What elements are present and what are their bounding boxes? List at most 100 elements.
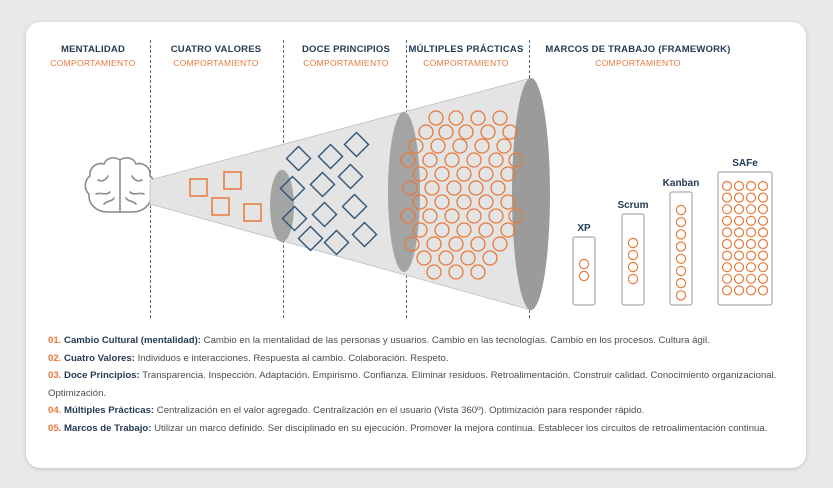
circle-outline-icon <box>422 152 438 168</box>
circle-outline-icon <box>434 222 450 238</box>
circle-outline-icon <box>444 152 460 168</box>
stage-header-mentalidad: MENTALIDAD COMPORTAMIENTO <box>48 44 138 68</box>
circle-outline-icon <box>404 236 420 252</box>
circle-outline-icon <box>456 222 472 238</box>
circle-outline-icon <box>416 250 432 266</box>
note-text: Cambio en la mentalidad de las personas … <box>201 335 710 346</box>
circle-outline-icon <box>578 258 590 270</box>
circle-outline-icon <box>627 261 639 273</box>
circle-outline-icon <box>474 138 490 154</box>
circle-outline-icon <box>458 124 474 140</box>
circle-outline-icon <box>757 227 769 238</box>
circle-outline-icon <box>438 124 454 140</box>
circle-outline-icon <box>721 180 733 192</box>
stage-header-cuatro-valores: CUATRO VALORES COMPORTAMIENTO <box>156 44 276 68</box>
circle-outline-icon <box>426 236 442 252</box>
circle-outline-icon <box>422 208 438 224</box>
framework-box-kanban <box>669 191 693 306</box>
circle-outline-icon <box>745 273 757 284</box>
circle-outline-icon <box>757 250 769 261</box>
circle-outline-icon <box>757 192 769 203</box>
framework-label-kanban: Kanban <box>662 178 700 189</box>
framework-label-safe: SAFe <box>732 158 758 169</box>
circle-outline-icon <box>478 194 494 210</box>
stage-header-marcos-de-trabajo: MARCOS DE TRABAJO (FRAMEWORK) COMPORTAMI… <box>538 44 738 68</box>
circle-outline-icon <box>456 166 472 182</box>
stage-subtitle: COMPORTAMIENTO <box>50 58 136 68</box>
note-item: 01. Cambio Cultural (mentalidad): Cambio… <box>48 332 793 350</box>
note-item: 04. Múltiples Prácticas: Centralización … <box>48 402 793 420</box>
circle-outline-icon <box>757 180 769 192</box>
circle-outline-icon <box>721 273 733 284</box>
circle-outline-icon <box>627 273 639 285</box>
framework-label-xp: XP <box>577 223 591 234</box>
funnel-ring <box>512 78 550 310</box>
circle-outline-icon <box>488 208 504 224</box>
stage-divider <box>150 40 151 318</box>
stage-subtitle: COMPORTAMIENTO <box>173 58 259 68</box>
circle-outline-icon <box>675 216 687 228</box>
circle-outline-icon <box>492 110 508 126</box>
circle-outline-icon <box>721 192 733 203</box>
note-number: 02. <box>48 352 62 364</box>
circle-outline-icon <box>757 204 769 215</box>
circle-outline-icon <box>466 208 482 224</box>
circle-outline-icon <box>745 285 757 296</box>
note-item: 02. Cuatro Valores: Individuos e interac… <box>48 350 793 368</box>
circle-outline-icon <box>721 238 733 250</box>
circle-outline-icon <box>452 138 468 154</box>
circle-outline-icon <box>733 285 745 296</box>
note-text: Transparencia. Inspección. Adaptación. E… <box>48 370 777 399</box>
circle-outline-icon <box>733 192 745 203</box>
note-item: 05. Marcos de Trabajo: Utilizar un marco… <box>48 420 793 438</box>
circle-outline-icon <box>733 262 745 273</box>
circle-outline-icon <box>733 215 745 226</box>
circle-outline-icon <box>733 204 745 215</box>
circle-outline-icon <box>470 110 486 126</box>
circle-outline-icon <box>424 180 440 196</box>
circle-outline-icon <box>448 236 464 252</box>
circle-outline-icon <box>438 250 454 266</box>
circle-outline-icon <box>434 166 450 182</box>
circle-outline-icon <box>745 180 757 192</box>
square-outline-icon <box>189 171 262 222</box>
note-label: Múltiples Prácticas: <box>64 405 155 417</box>
circle-outline-icon <box>675 290 687 301</box>
circle-outline-icon <box>456 194 472 210</box>
circle-outline-icon <box>470 264 486 280</box>
stage-title: MENTALIDAD <box>60 44 126 55</box>
stage-subtitle: COMPORTAMIENTO <box>423 58 509 68</box>
stage-subtitle: COMPORTAMIENTO <box>303 58 389 68</box>
stage-title: CUATRO VALORES <box>170 44 262 55</box>
circle-outline-icon <box>745 204 757 215</box>
note-text: Centralización en el valor agregado. Cen… <box>154 405 645 417</box>
circle-outline-icon <box>412 194 428 210</box>
funnel-ring <box>270 170 294 242</box>
circle-outline-icon <box>478 166 494 182</box>
stage-header-multiples-practicas: MÚLTIPLES PRÁCTICAS COMPORTAMIENTO <box>408 44 524 68</box>
circle-outline-icon <box>488 152 504 168</box>
circle-outline-icon <box>757 238 769 250</box>
circle-outline-icon <box>627 237 639 249</box>
note-number: 03. <box>48 370 62 382</box>
circle-outline-icon <box>470 236 486 252</box>
circle-outline-icon <box>446 180 462 196</box>
circle-outline-icon <box>412 166 428 182</box>
circle-outline-icon <box>578 270 590 282</box>
circle-outline-icon <box>500 222 516 238</box>
stage-subtitle: COMPORTAMIENTO <box>595 58 681 68</box>
circle-outline-icon <box>733 238 745 250</box>
circle-outline-icon <box>400 208 416 224</box>
circle-outline-icon <box>500 194 516 210</box>
note-number: 04. <box>48 405 62 417</box>
notes-list: 01. Cambio Cultural (mentalidad): Cambio… <box>48 332 793 438</box>
circle-outline-icon <box>418 124 434 140</box>
circle-outline-icon <box>757 285 769 296</box>
circle-outline-icon <box>627 249 639 261</box>
funnel-diagram <box>84 77 773 311</box>
circle-outline-icon <box>402 180 418 196</box>
circle-outline-icon <box>721 204 733 215</box>
note-text: Individuos e interacciones. Respuesta al… <box>134 352 449 364</box>
circle-outline-icon <box>496 138 512 154</box>
circle-outline-icon <box>492 236 508 252</box>
